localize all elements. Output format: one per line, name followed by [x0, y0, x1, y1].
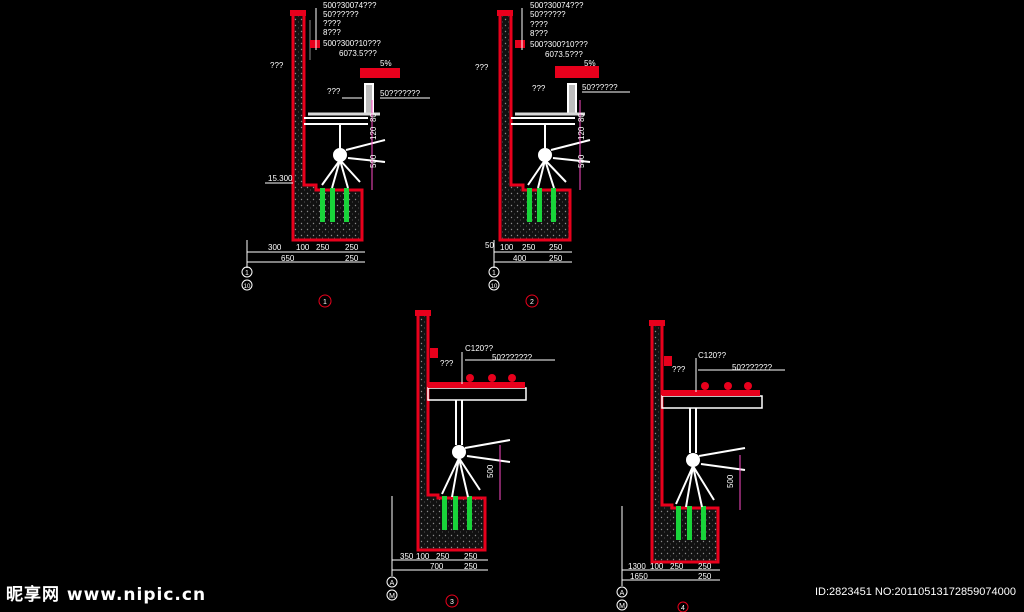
dim-b1-3: 250 [345, 243, 359, 252]
dim-b1-2: 250 [436, 552, 450, 561]
label-l6: 6073.5??? [339, 49, 377, 58]
axis-label-1: 10 [491, 284, 498, 290]
dim-v1: 500 [486, 464, 495, 478]
bracket-assembly [661, 395, 763, 508]
roof-layer [428, 382, 525, 388]
axis-label-0: A [390, 580, 395, 587]
dim-v1: 80 [369, 113, 378, 122]
gutter [360, 68, 400, 78]
label-l3: ??? [440, 359, 454, 368]
wall-outline [650, 320, 720, 564]
label-slope: 5% [380, 59, 392, 68]
detail-number: 4 [681, 605, 685, 612]
dim-v3: 500 [369, 154, 378, 168]
label-l1: 500?30074??? [323, 1, 377, 10]
label-l2: 50?????? [323, 10, 359, 19]
dim-v2: 120 [577, 126, 586, 140]
dim-v1: 80 [577, 113, 586, 122]
wall-outline [291, 10, 364, 242]
axis-label-1: M [619, 603, 625, 610]
label-l1: C120?? [698, 351, 727, 360]
anchor-bolts [676, 506, 706, 540]
label-l2: 50??????? [492, 353, 533, 362]
label-l5: 500?300?10??? [530, 40, 588, 49]
label-mid: ??? [327, 87, 341, 96]
dim-b1-2: 250 [522, 243, 536, 252]
axis-label-1: M [389, 593, 395, 600]
dim-b2-0: 400 [513, 254, 527, 263]
detail-number: 3 [450, 599, 454, 606]
dim-b2-0: 700 [430, 562, 444, 571]
label-left: ??? [270, 61, 284, 70]
label-l5: 500?300?10??? [323, 39, 381, 48]
dim-b2-1: 250 [549, 254, 563, 263]
watermark-id: ID:2823451 NO:20110513172859074000 [814, 586, 1016, 598]
label-l1: C120?? [465, 344, 494, 353]
leader-lines [315, 8, 430, 99]
dim-b1-1: 100 [650, 562, 664, 571]
dim-b2-1: 250 [464, 562, 478, 571]
dim-b1-1: 100 [416, 552, 430, 561]
dim-v3: 500 [577, 154, 586, 168]
axis-label-0: 1 [492, 270, 496, 277]
dim-b1-0: 50 [485, 241, 494, 250]
dim-b1-2: 250 [316, 243, 330, 252]
label-l3: ???? [530, 20, 548, 29]
label-l6: 6073.5??? [545, 50, 583, 59]
dim-v1: 500 [726, 474, 735, 488]
label-beam: 50??????? [380, 89, 421, 98]
dim-b2-0: 1650 [630, 572, 648, 581]
detail-3: C120?? 50??????? ??? 500 350 100 250 250… [386, 310, 555, 608]
axis-label-0: 1 [245, 270, 249, 277]
anchor-bolts [320, 188, 349, 222]
bracket-assembly [304, 83, 386, 189]
dim-b2-0: 650 [281, 254, 295, 263]
roof-layer [662, 390, 760, 396]
bracket-assembly [511, 83, 591, 189]
detail-2: 500?30074??? 50?????? ???? 8??? 500?300?… [475, 1, 630, 308]
dim-b1-3: 250 [464, 552, 478, 561]
label-left: ??? [475, 63, 489, 72]
wall-outline [416, 310, 487, 552]
detail-number: 2 [530, 299, 534, 306]
dim-b1-3: 250 [698, 562, 712, 571]
watermark-site: 昵享网 www.nipic.cn [6, 585, 207, 605]
axis-label-1: 10 [244, 284, 251, 290]
label-l1: 500?30074??? [530, 1, 584, 10]
detail-number: 1 [323, 299, 327, 306]
label-l4: 8??? [323, 28, 341, 37]
dim-b1-0: 1300 [628, 562, 646, 571]
detail-4: C120?? 50??????? ??? 500 1300 100 250 25… [616, 320, 785, 612]
dim-b1-0: 300 [268, 243, 282, 252]
dim-b1-1: 100 [296, 243, 310, 252]
axis-label-0: A [620, 590, 625, 597]
dim-v2: 120 [369, 126, 378, 140]
dim-b1-1: 100 [500, 243, 514, 252]
label-l3: ???? [323, 19, 341, 28]
label-beam: 50?????? [582, 83, 618, 92]
dim-b2-1: 250 [698, 572, 712, 581]
label-l3: ??? [672, 365, 686, 374]
label-mid: ??? [532, 84, 546, 93]
label-slope: 5% [584, 59, 596, 68]
dim-b2-1: 250 [345, 254, 359, 263]
dim-b1-2: 250 [670, 562, 684, 571]
label-elev: 15.300 [268, 174, 293, 183]
label-l4: 8??? [530, 29, 548, 38]
label-l2: 50?????? [530, 10, 566, 19]
detail-1: 500?30074??? 50?????? ???? 8??? 500?300?… [241, 1, 430, 308]
anchor-bolts [527, 188, 556, 222]
label-l2: 50??????? [732, 363, 773, 372]
bracket-assembly [427, 387, 527, 498]
anchor-bolts [442, 496, 472, 530]
parapet-top [290, 10, 306, 16]
wall-outline [498, 10, 572, 242]
dim-b1-3: 250 [549, 243, 563, 252]
dim-b1-0: 350 [400, 552, 414, 561]
